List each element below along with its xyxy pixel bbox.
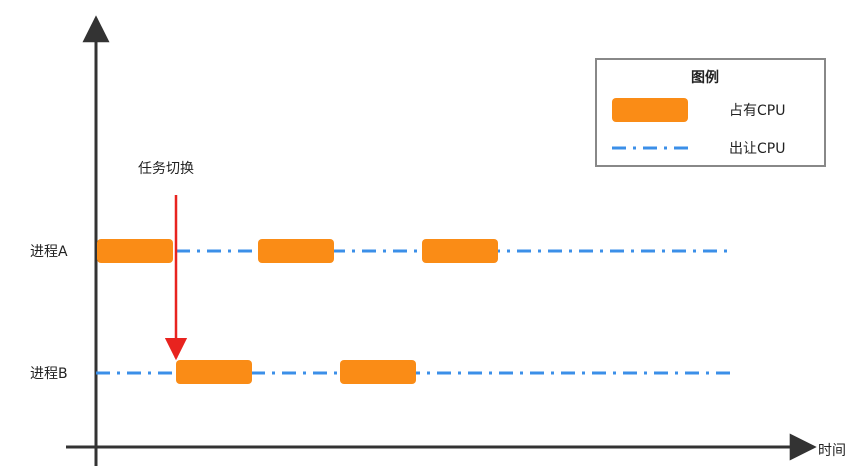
legend-yield-label: 出让CPU xyxy=(729,141,785,157)
legend-occupy-label: 占有CPU xyxy=(729,103,785,119)
process-b-cpu-block xyxy=(176,360,252,384)
x-axis-label: 时间 xyxy=(818,443,846,459)
process-b-cpu-block xyxy=(340,360,416,384)
process-a-cpu-block xyxy=(258,239,334,263)
process-a-label: 进程A xyxy=(30,244,68,260)
legend-occupy-swatch xyxy=(612,98,688,122)
legend-title: 图例 xyxy=(691,69,719,86)
task-switch-label: 任务切换 xyxy=(138,160,194,177)
process-b-label: 进程B xyxy=(30,366,68,382)
process-a-cpu-block xyxy=(97,239,173,263)
process-a-cpu-block xyxy=(422,239,498,263)
